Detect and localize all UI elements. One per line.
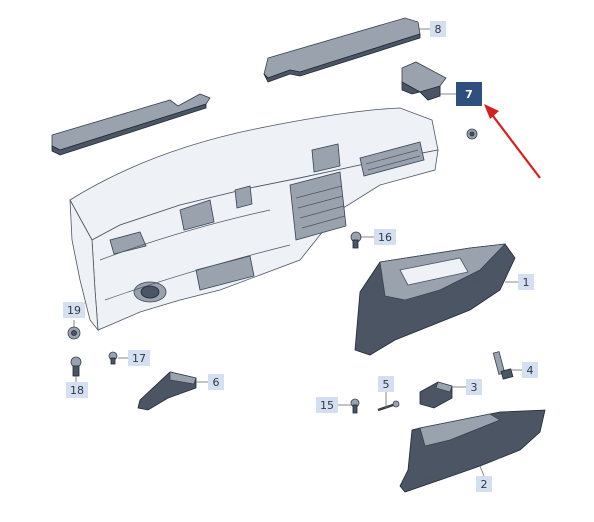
part-17-screw	[108, 351, 118, 365]
part-15-screw	[350, 398, 360, 414]
part-16-screw	[350, 231, 362, 249]
callout-5: 5	[378, 376, 394, 392]
callout-2: 2	[476, 476, 492, 492]
callout-15-label: 15	[320, 399, 334, 412]
part-3-latch	[419, 381, 453, 409]
red-arrow-indicator	[484, 104, 541, 179]
callout-7[interactable]: 7	[456, 82, 482, 106]
part-4-bolt	[492, 351, 514, 380]
part-19-nut	[67, 326, 81, 340]
callout-3-label: 3	[471, 381, 478, 394]
callout-8-label: 8	[435, 23, 442, 36]
callout-1: 1	[518, 274, 534, 290]
part-8-insulation-pad	[263, 17, 421, 83]
callout-16: 16	[374, 229, 396, 245]
part-6-bracket	[137, 371, 197, 411]
callout-2-label: 2	[481, 478, 488, 491]
callout-5-label: 5	[383, 378, 390, 391]
leader-lines	[73, 28, 522, 477]
callout-6: 6	[208, 374, 224, 390]
dashboard-assembly	[69, 107, 439, 332]
clip-nut	[466, 128, 478, 140]
callout-19-label: 19	[67, 304, 81, 317]
part-18-bolt	[70, 356, 82, 377]
callout-4-label: 4	[527, 364, 534, 377]
left-insulation-pad	[51, 93, 211, 156]
callout-3: 3	[466, 379, 482, 395]
callout-8: 8	[430, 21, 446, 37]
callout-19: 19	[63, 302, 85, 318]
callout-15: 15	[316, 397, 338, 413]
part-7-bracket	[401, 61, 447, 101]
callout-17: 17	[128, 350, 150, 366]
part-1-glovebox-housing	[354, 243, 516, 356]
callout-16-label: 16	[378, 231, 392, 244]
callout-4: 4	[522, 362, 538, 378]
part-2-glovebox-lid	[399, 409, 546, 493]
callout-18-label: 18	[70, 384, 84, 397]
callout-18: 18	[66, 382, 88, 398]
callout-7-label: 7	[465, 88, 473, 101]
callout-17-label: 17	[132, 352, 146, 365]
part-5-pin	[377, 400, 400, 412]
callout-6-label: 6	[213, 376, 220, 389]
callout-1-label: 1	[523, 276, 530, 289]
